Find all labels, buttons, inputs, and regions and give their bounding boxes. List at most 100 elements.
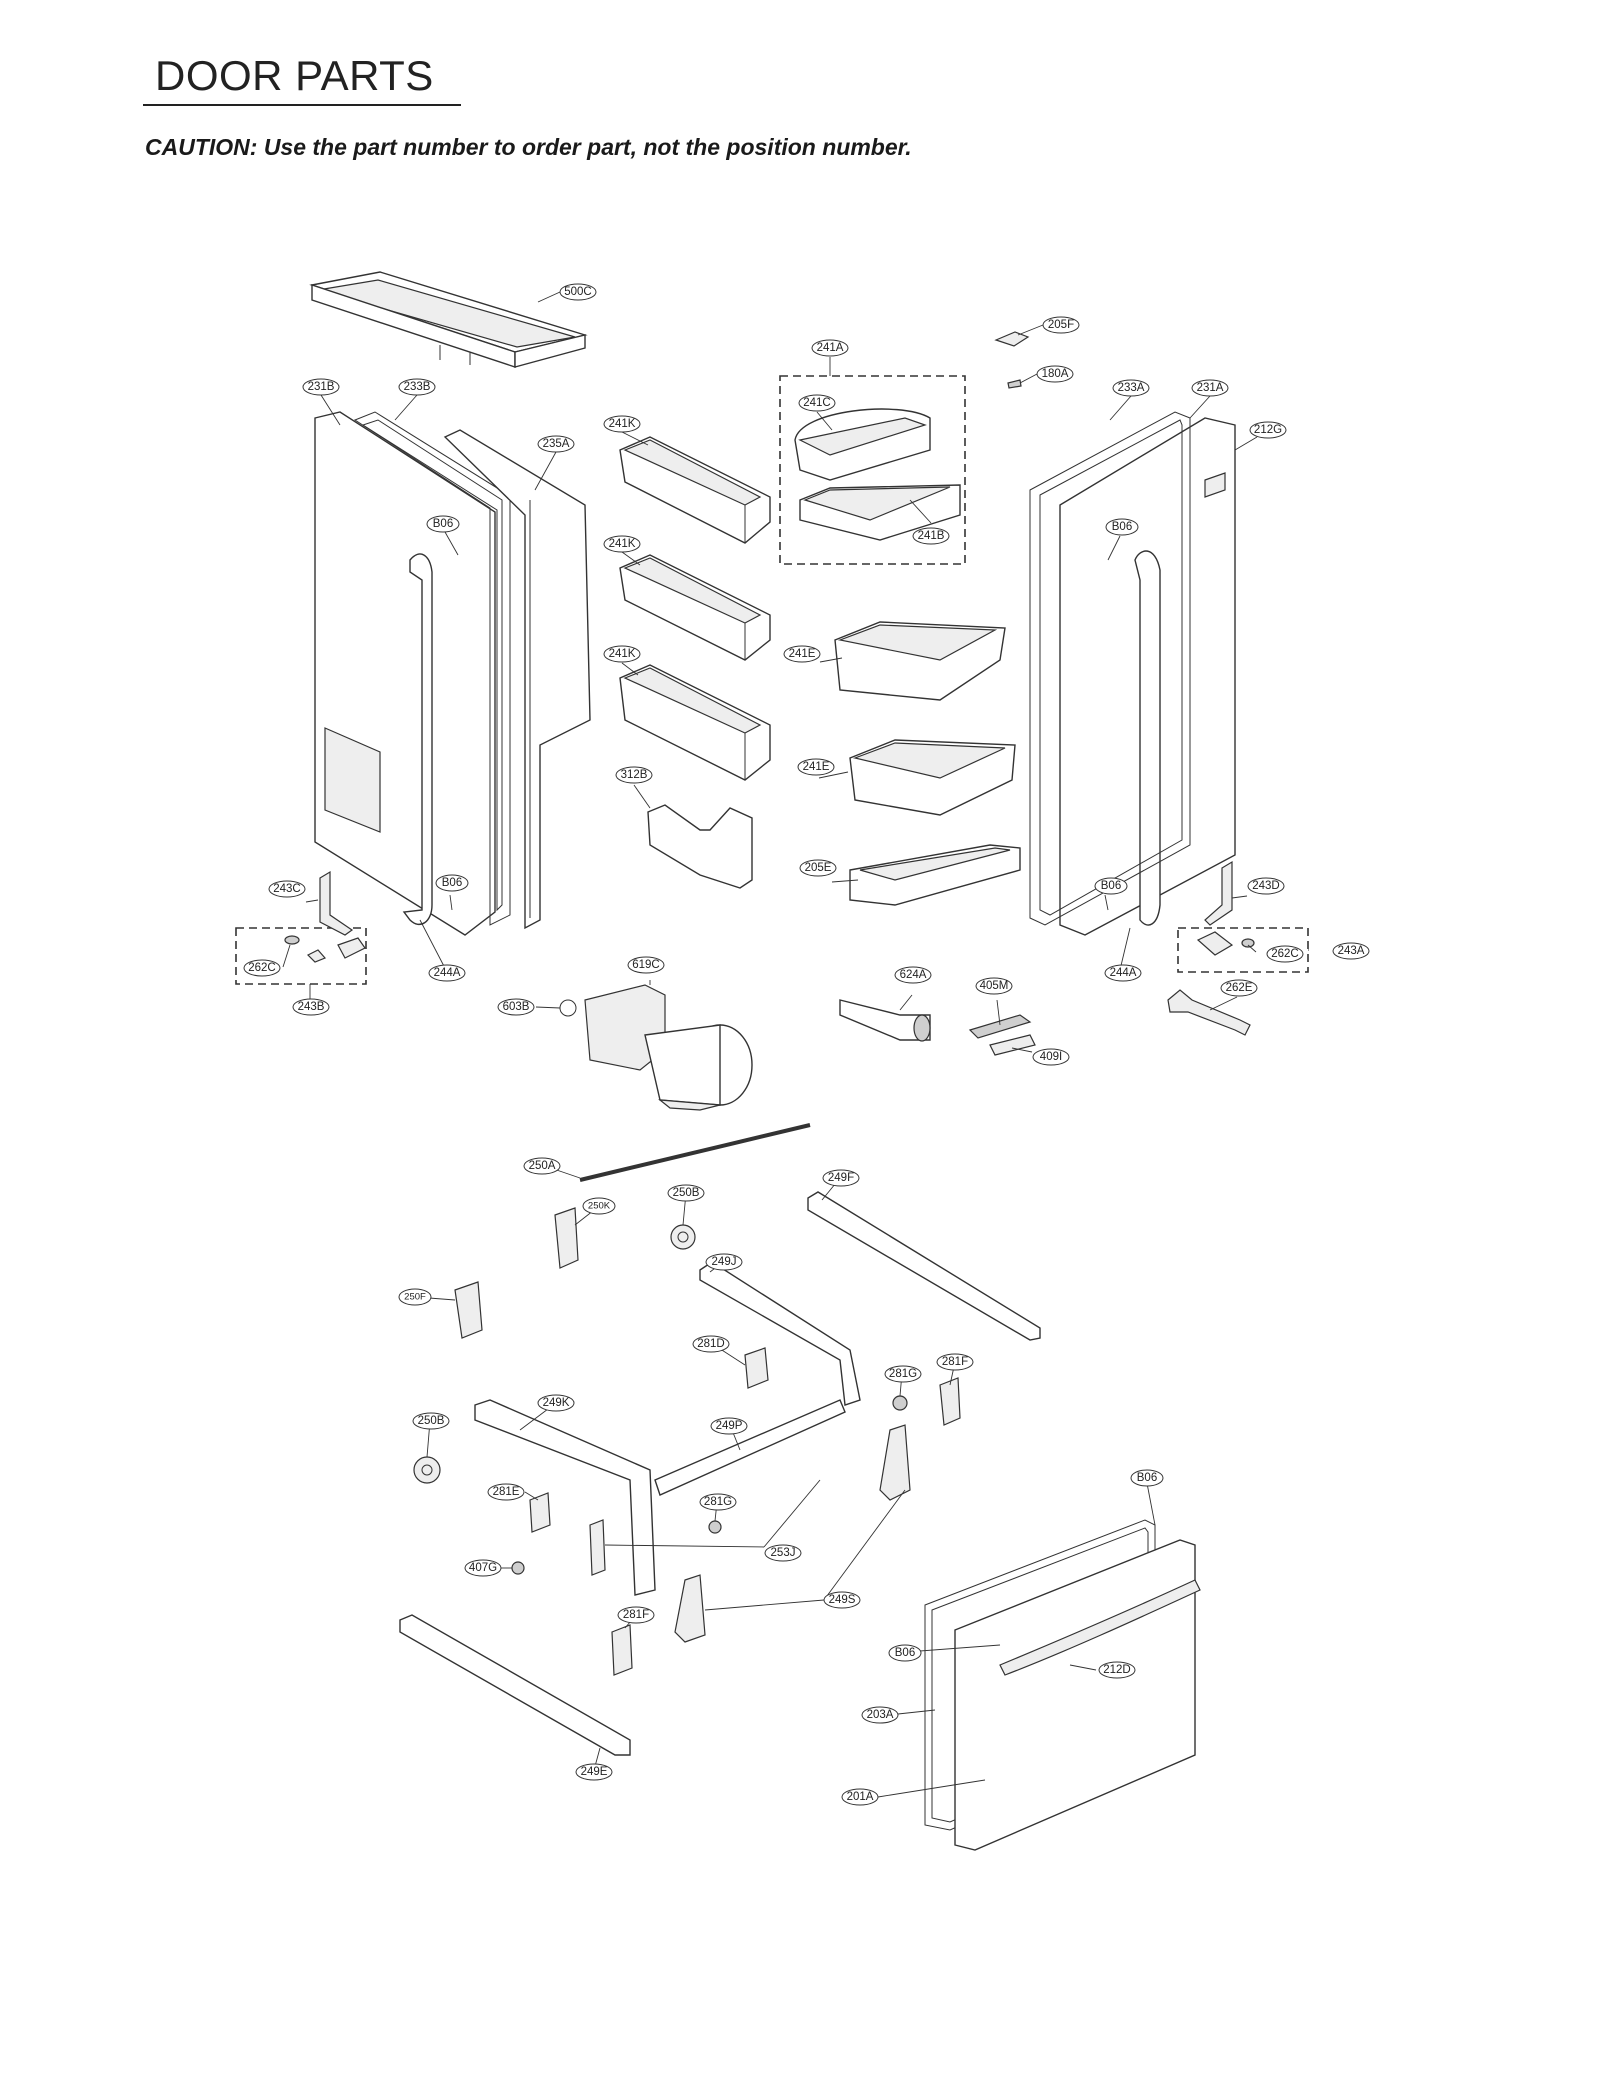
callout-231B: 231B: [302, 378, 340, 396]
svg-text:233A: 233A: [1118, 382, 1145, 394]
callout-labels: 500C 205F 241A 180A 231B 233B 233A 231A …: [243, 283, 1370, 1806]
callout-249S: 249S: [823, 1591, 861, 1609]
svg-text:205E: 205E: [805, 862, 832, 874]
svg-text:281F: 281F: [942, 1356, 968, 1368]
svg-text:243A: 243A: [1338, 945, 1365, 957]
part-235A-left-inner-liner: [443, 429, 591, 930]
callout-205F: 205F: [1042, 316, 1080, 334]
svg-text:212G: 212G: [1254, 424, 1282, 436]
callout-249J: 249J: [705, 1253, 743, 1271]
callout-233B: 233B: [398, 378, 436, 396]
callout-B06-6: B06: [888, 1644, 922, 1662]
svg-text:249J: 249J: [712, 1256, 737, 1268]
part-241E-bin-2: [849, 739, 1016, 816]
part-205F-clip: [994, 331, 1030, 347]
part-249S-bracket-2: [674, 1574, 706, 1643]
callout-203A: 203A: [861, 1706, 899, 1724]
svg-text:241K: 241K: [609, 538, 636, 550]
callout-212D: 212D: [1098, 1661, 1136, 1679]
callout-241K-3: 241K: [603, 645, 641, 663]
part-281E-clip: [529, 1492, 551, 1533]
svg-text:281G: 281G: [889, 1368, 917, 1380]
callout-B06-3: B06: [435, 874, 469, 892]
svg-text:249P: 249P: [716, 1420, 743, 1432]
callout-312B: 312B: [615, 766, 653, 784]
part-233B-left-gasket: [353, 411, 511, 926]
svg-text:231A: 231A: [1197, 382, 1224, 394]
svg-text:B06: B06: [433, 518, 453, 530]
title-underline: [143, 104, 461, 106]
part-281D-clip: [744, 1347, 769, 1389]
svg-text:603B: 603B: [503, 1001, 530, 1013]
part-233A-right-gasket: [1029, 411, 1191, 926]
callout-235A: 235A: [537, 435, 575, 453]
svg-text:262C: 262C: [1271, 948, 1299, 960]
callout-250K: 250K: [582, 1197, 616, 1215]
part-250A-rod: [579, 1123, 811, 1182]
part-249E-rail: [399, 1614, 631, 1756]
part-500C-hinge-cover: [309, 271, 588, 368]
svg-text:250A: 250A: [529, 1160, 556, 1172]
part-407G-screw: [511, 1561, 525, 1575]
callout-405M: 405M: [975, 977, 1013, 995]
callout-205E: 205E: [799, 859, 837, 877]
svg-text:249S: 249S: [829, 1594, 856, 1606]
part-262C-left-washer: [284, 935, 300, 945]
part-201A-drawer-door: [954, 1539, 1196, 1851]
callout-249K: 249K: [537, 1394, 575, 1412]
group-243A-dashed-box: [1177, 927, 1309, 973]
part-281G-knob-1: [892, 1395, 908, 1411]
callout-262C-1: 262C: [243, 959, 281, 977]
part-243B-hinge: [306, 937, 366, 963]
svg-text:249F: 249F: [828, 1172, 854, 1184]
callout-241E-2: 241E: [797, 758, 835, 776]
part-262C-right-washer: [1241, 938, 1255, 948]
part-250B-gear-1: [670, 1224, 696, 1250]
svg-text:250B: 250B: [673, 1187, 700, 1199]
callout-233A: 233A: [1112, 379, 1150, 397]
callout-262C-2: 262C: [1266, 945, 1304, 963]
svg-text:249E: 249E: [581, 1766, 608, 1778]
callout-249P: 249P: [710, 1417, 748, 1435]
svg-text:235A: 235A: [543, 438, 570, 450]
callout-B06-5: B06: [1130, 1469, 1164, 1487]
callout-212G: 212G: [1249, 421, 1287, 439]
svg-text:243C: 243C: [273, 883, 301, 895]
callout-407G: 407G: [464, 1559, 502, 1577]
svg-text:180A: 180A: [1042, 368, 1069, 380]
svg-text:407G: 407G: [469, 1562, 497, 1574]
svg-text:241K: 241K: [609, 418, 636, 430]
callout-250B-2: 250B: [412, 1412, 450, 1430]
svg-text:243D: 243D: [1252, 880, 1280, 892]
part-205E-bin: [849, 844, 1021, 906]
callout-243C: 243C: [268, 880, 306, 898]
part-249P-bar: [654, 1399, 846, 1496]
part-253J-stud: [589, 1519, 606, 1576]
callout-619C: 619C: [627, 956, 665, 974]
svg-text:409I: 409I: [1040, 1051, 1062, 1063]
part-249F-rail: [807, 1191, 1041, 1341]
callout-231A: 231A: [1191, 379, 1229, 397]
svg-text:B06: B06: [1112, 521, 1132, 533]
callout-B06-4: B06: [1094, 877, 1128, 895]
callout-243A: 243A: [1332, 942, 1370, 960]
callout-241A: 241A: [811, 339, 849, 357]
svg-text:281E: 281E: [493, 1486, 520, 1498]
group-243B-dashed-box: [235, 927, 367, 985]
part-241E-bin-1: [834, 621, 1006, 701]
svg-text:262C: 262C: [248, 962, 276, 974]
part-262E-wrench: [1167, 989, 1251, 1036]
part-249J-crossbar: [699, 1261, 861, 1406]
svg-text:241E: 241E: [789, 648, 816, 660]
callout-500C: 500C: [559, 283, 597, 301]
callout-244A-2: 244A: [1104, 964, 1142, 982]
callout-281F-1: 281F: [936, 1353, 974, 1371]
part-231A-right-door: [1059, 417, 1236, 936]
part-231B-left-door: [314, 411, 496, 936]
callout-249F: 249F: [822, 1169, 860, 1187]
svg-text:205F: 205F: [1048, 319, 1074, 331]
callout-B06-1: B06: [426, 515, 460, 533]
svg-text:281F: 281F: [623, 1609, 649, 1621]
part-250K-bracket: [554, 1207, 579, 1269]
part-241K-bin-1: [619, 436, 771, 544]
